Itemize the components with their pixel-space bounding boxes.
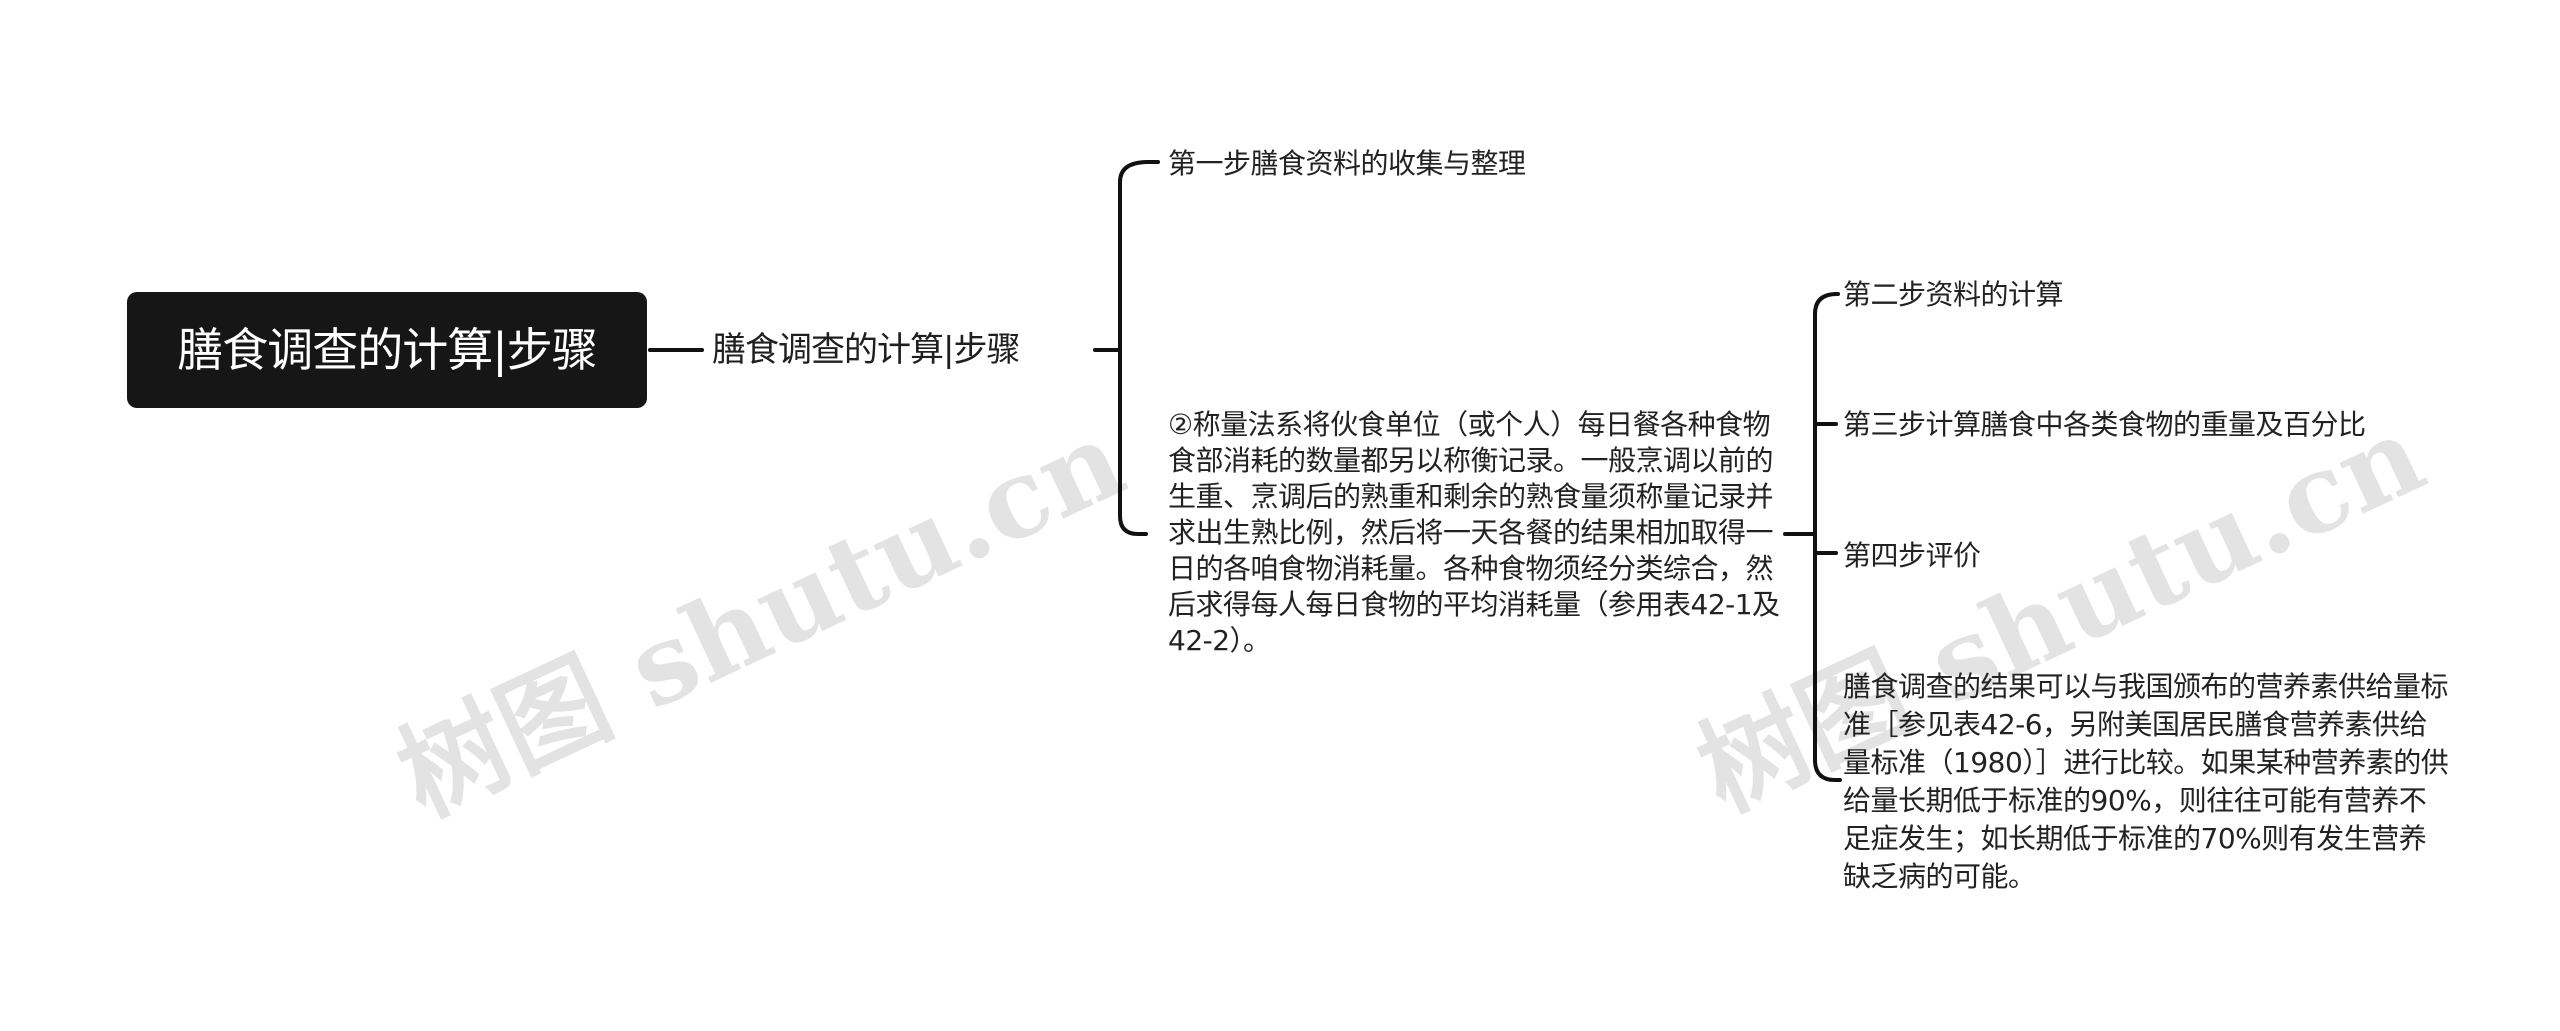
bracket-level1 (1118, 160, 1150, 536)
bracket-level2 (1813, 292, 1842, 782)
child-node-step4[interactable]: 第四步评价 (1843, 539, 1981, 572)
root-node[interactable]: 膳食调查的计算|步骤 (127, 292, 647, 408)
child-node-step1[interactable]: 第一步膳食资料的收集与整理 (1168, 147, 1526, 180)
child-node-evaluation-result[interactable]: 膳食调查的结果可以与我国颁布的营养素供给量标准［参见表42-6，另附美国居民膳食… (1843, 670, 2449, 893)
branch-node[interactable]: 膳食调查的计算|步骤 (712, 330, 1020, 370)
child-node-step3[interactable]: 第三步计算膳食中各类食物的重量及百分比 (1843, 408, 2366, 441)
child-node-weighing-method[interactable]: ②称量法系将伙食单位（或个人）每日餐各种食物食部消耗的数量都另以称衡记录。一般烹… (1168, 408, 1780, 657)
child-node-step2[interactable]: 第二步资料的计算 (1843, 278, 2064, 311)
